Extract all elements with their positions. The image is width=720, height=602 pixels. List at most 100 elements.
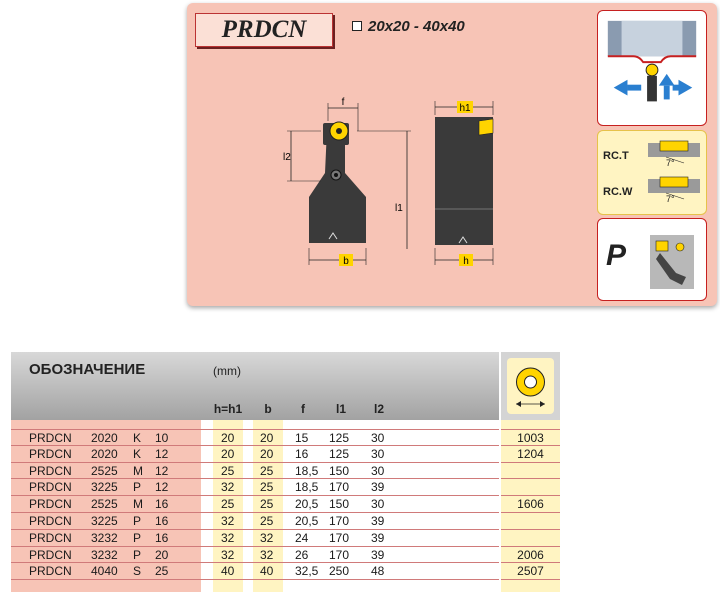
cell-ic: 12 xyxy=(155,446,169,461)
shims-box: RC.T RC.W 7° 7° xyxy=(597,130,707,215)
cell-l1: 170 xyxy=(329,547,350,562)
cell-f: 32,5 xyxy=(295,564,319,579)
cell-code: P xyxy=(133,530,142,545)
cell-name: PRDCN xyxy=(29,513,72,528)
cell-l2: 48 xyxy=(371,564,385,579)
insert-cell xyxy=(501,463,560,480)
cell-l1: 250 xyxy=(329,564,350,579)
insert-cell: 1606 xyxy=(501,496,560,513)
angle-label-t: 7° xyxy=(666,158,675,168)
cell-name: PRDCN xyxy=(29,431,72,445)
cell-b: 40 xyxy=(260,564,274,579)
cell-ic: 16 xyxy=(155,530,169,545)
insert-side-icon xyxy=(478,118,494,136)
dim-label-h: h xyxy=(463,256,469,267)
dim-label-l2: l2 xyxy=(283,152,291,163)
cell-code: M xyxy=(133,463,143,478)
dim-label-h1: h1 xyxy=(459,103,471,114)
cell-l2: 30 xyxy=(371,497,385,512)
shim-label-rct: RC.T xyxy=(603,150,629,162)
cell-f: 15 xyxy=(295,431,309,445)
cell-size: 2525 xyxy=(91,497,118,512)
cell-ic: 16 xyxy=(155,497,169,512)
cell-f: 18,5 xyxy=(295,463,319,478)
clamp-type-box: P xyxy=(597,218,707,301)
cell-b: 25 xyxy=(260,480,274,495)
cell-l1: 125 xyxy=(329,446,350,461)
shim-profile-icon xyxy=(648,140,700,200)
checkbox-square-icon xyxy=(352,21,362,31)
table-row: PRDCN 3232 P 20 32 32 26 170 39 xyxy=(11,547,499,564)
cell-name: PRDCN xyxy=(29,480,72,495)
insert-column: 1003 1204 1606 2006 2507 xyxy=(501,352,560,592)
cell-size: 3232 xyxy=(91,530,118,545)
cell-ic: 12 xyxy=(155,463,169,478)
cell-l1: 125 xyxy=(329,431,350,445)
size-range: 20x20 - 40x40 xyxy=(352,18,465,35)
cell-h: 32 xyxy=(221,480,235,495)
cell-code: M xyxy=(133,497,143,512)
cell-size: 3225 xyxy=(91,480,118,495)
cell-size: 2020 xyxy=(91,431,118,445)
cell-size: 2020 xyxy=(91,446,118,461)
cell-l2: 39 xyxy=(371,513,385,528)
cell-b: 20 xyxy=(260,431,274,445)
cell-f: 20,5 xyxy=(295,497,319,512)
arrow-up-icon xyxy=(658,73,675,86)
dim-label-b: b xyxy=(343,256,349,267)
cell-code: P xyxy=(133,547,142,562)
table-row: PRDCN 3232 P 16 32 32 24 170 39 xyxy=(11,530,499,547)
cell-code: P xyxy=(133,513,142,528)
cell-h: 32 xyxy=(221,530,235,545)
insert-header xyxy=(501,352,560,420)
insert-header-frame xyxy=(507,358,554,414)
insert-cell xyxy=(501,479,560,497)
cell-b: 25 xyxy=(260,497,274,512)
cell-h: 25 xyxy=(221,463,235,478)
insert-cell: 2006 xyxy=(501,547,560,564)
cell-h: 32 xyxy=(221,547,235,562)
clamp-letter: P xyxy=(606,239,627,272)
cell-name: PRDCN xyxy=(29,547,72,562)
cell-code: K xyxy=(133,446,142,461)
shim-label-rcw: RC.W xyxy=(603,186,633,198)
cell-code: P xyxy=(133,480,142,495)
table-row: PRDCN 4040 S 25 40 40 32,5 250 48 xyxy=(11,563,499,581)
table-row: PRDCN 2525 M 16 25 25 20,5 150 30 xyxy=(11,496,499,513)
cell-ic: 25 xyxy=(155,564,169,579)
lever-clamp-icon xyxy=(650,235,694,289)
cell-h: 25 xyxy=(221,497,235,512)
table-row: PRDCN 2020 K 12 20 20 16 125 30 xyxy=(11,446,499,463)
table-row: PRDCN 3225 P 12 32 25 18,5 170 39 xyxy=(11,479,499,497)
table-header: ОБОЗНАЧЕНИЕ (mm) h=h1 b f l1 l2 xyxy=(11,352,499,420)
insert-cell: 2507 xyxy=(501,563,560,581)
round-insert-top-icon xyxy=(516,367,545,407)
tool-info-panel: PRDCN 20x20 - 40x40 f l2 l1 b xyxy=(187,3,717,306)
cell-f: 18,5 xyxy=(295,480,319,495)
cell-h: 20 xyxy=(221,446,235,461)
cell-l1: 150 xyxy=(329,497,350,512)
cell-l2: 30 xyxy=(371,446,385,461)
table-row: PRDCN 3225 P 16 32 25 20,5 170 39 xyxy=(11,513,499,530)
cell-b: 32 xyxy=(260,530,274,545)
cell-l2: 30 xyxy=(371,431,385,445)
cell-b: 25 xyxy=(260,463,274,478)
machining-operations-icon xyxy=(607,20,697,102)
insert-cell: 1204 xyxy=(501,446,560,463)
cell-ic: 12 xyxy=(155,480,169,495)
cell-size: 4040 xyxy=(91,564,118,579)
angle-label-w: 7° xyxy=(666,194,675,204)
cell-name: PRDCN xyxy=(29,446,72,461)
cell-b: 20 xyxy=(260,446,274,461)
col-header-h: h=h1 xyxy=(213,402,243,416)
cell-l2: 39 xyxy=(371,480,385,495)
cell-code: S xyxy=(133,564,142,579)
table-row: PRDCN 2525 M 12 25 25 18,5 150 30 xyxy=(11,463,499,480)
cell-h: 32 xyxy=(221,513,235,528)
cell-b: 25 xyxy=(260,513,274,528)
dim-label-f: f xyxy=(342,97,345,108)
table-body: PRDCN 2020 K 10 20 20 15 125 30 PRDCN 20… xyxy=(11,429,499,581)
size-range-text: 20x20 - 40x40 xyxy=(368,18,465,35)
cell-code: K xyxy=(133,431,142,445)
col-header-l2: l2 xyxy=(373,402,384,416)
